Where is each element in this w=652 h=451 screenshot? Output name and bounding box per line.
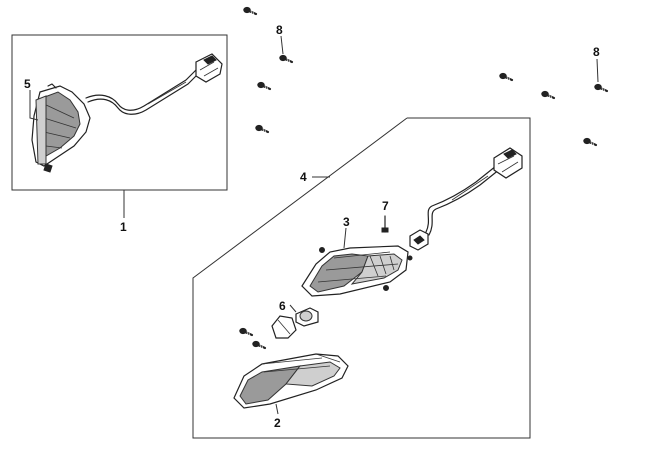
callout-6: 6	[279, 299, 286, 313]
assembly-4-frame	[192, 117, 531, 439]
callout-5: 5	[24, 77, 31, 91]
callout-1: 1	[120, 220, 127, 234]
callout-2: 2	[274, 416, 281, 430]
socket-and-harness	[409, 147, 523, 251]
assembly-4-screws	[238, 327, 267, 351]
turn-signal-housing	[301, 227, 413, 297]
small-fastener	[381, 215, 389, 233]
callout-3: 3	[343, 215, 350, 229]
left-turn-signal-assembly	[31, 53, 223, 173]
callout-4: 4	[300, 170, 307, 184]
callout-8-right: 8	[593, 45, 600, 59]
callout-7: 7	[382, 199, 389, 213]
leader-5	[29, 90, 39, 121]
assembly-1-frame	[11, 34, 228, 218]
callout-8-left: 8	[276, 23, 283, 37]
bulb-and-cover	[271, 304, 319, 339]
turn-signal-lens	[233, 353, 349, 415]
loose-screws	[242, 6, 609, 148]
